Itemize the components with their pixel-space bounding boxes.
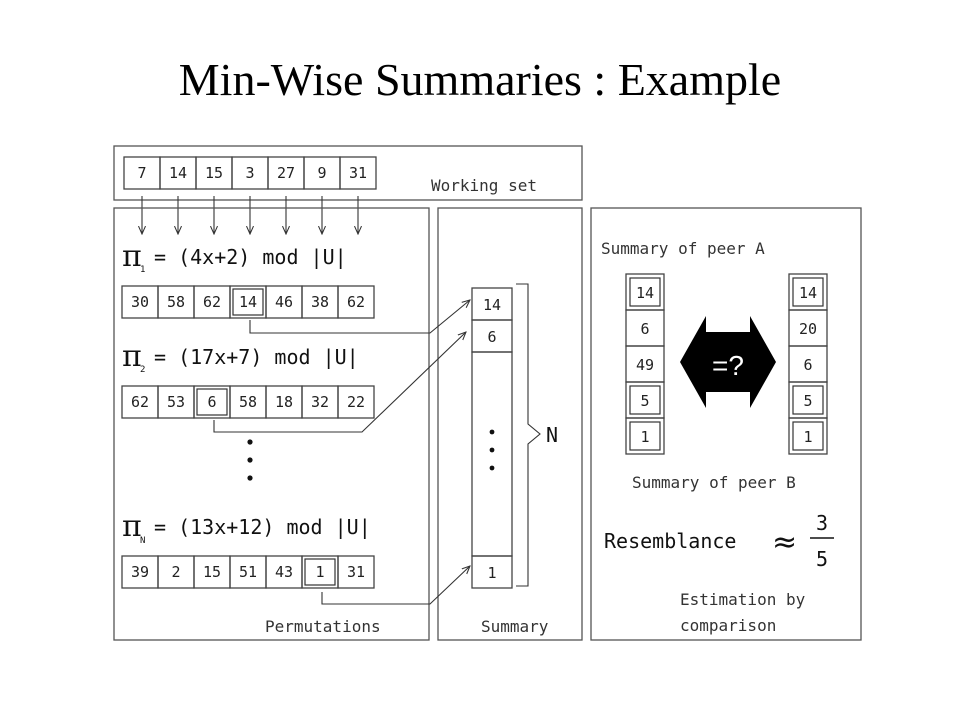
peer-b-value: 6 xyxy=(803,356,812,374)
permutation-1-cell xyxy=(337,285,375,319)
summary-label: Summary xyxy=(481,617,549,636)
peer-b-match-highlight xyxy=(792,421,824,451)
peer-a-label: Summary of peer A xyxy=(601,239,765,258)
working-set-label: Working set xyxy=(431,176,537,195)
working-set-cell xyxy=(339,156,377,190)
permutation-2-value: 58 xyxy=(239,393,257,411)
permutations-panel xyxy=(113,207,430,641)
permutation-3-value: 15 xyxy=(203,563,221,581)
permutation-row-n: 39 2 15 51 43 1 31 xyxy=(121,555,375,589)
permutations-label: Permutations xyxy=(265,617,381,636)
working-set-value: 7 xyxy=(137,164,146,182)
permutations-ellipsis xyxy=(247,439,253,481)
working-set-value: 14 xyxy=(169,164,187,182)
permutation-1-value: 62 xyxy=(347,293,365,311)
permutation-2-cell xyxy=(337,385,375,419)
compare-double-arrow xyxy=(680,316,776,408)
permutation-1-min-highlight xyxy=(232,288,264,316)
working-set-value: 31 xyxy=(349,164,367,182)
peer-b-summary-column: 14 20 6 5 1 xyxy=(788,273,828,455)
permutation-formula-1: = (4x+2) mod |U| xyxy=(154,245,347,269)
peer-b-value: 1 xyxy=(803,428,812,446)
peer-a-match-highlight xyxy=(629,385,661,415)
pi-subscript-n: N xyxy=(140,536,145,546)
working-set-row: 7 14 15 3 27 9 31 xyxy=(123,156,377,190)
working-set-value: 9 xyxy=(317,164,326,182)
peer-b-value: 14 xyxy=(799,284,817,302)
summary-column xyxy=(471,287,513,589)
permutation-3-cell xyxy=(337,555,375,589)
working-set-arrows xyxy=(142,196,358,234)
permutation-row-1: 30 58 62 14 46 38 62 xyxy=(121,285,375,319)
summary-value-1: 14 xyxy=(483,296,501,314)
compare-symbol: =? xyxy=(712,350,744,381)
permutation-formula-2: = (17x+7) mod |U| xyxy=(154,345,359,369)
peer-a-cell xyxy=(625,417,665,455)
working-set-value: 3 xyxy=(245,164,254,182)
peer-a-value: 6 xyxy=(640,320,649,338)
permutation-row-2: 62 53 6 58 18 32 22 xyxy=(121,385,375,419)
summary-brace xyxy=(516,283,541,587)
peer-a-match-highlight xyxy=(629,421,661,451)
permutation-2-min-highlight xyxy=(196,388,228,416)
working-set-panel xyxy=(113,145,583,201)
permutation-2-value: 32 xyxy=(311,393,329,411)
permutation-3-value: 39 xyxy=(131,563,149,581)
permutation-2-value: 62 xyxy=(131,393,149,411)
pi-symbol-1: π xyxy=(122,239,142,274)
permutation-3-value: 43 xyxy=(275,563,293,581)
approx-symbol: ≈ xyxy=(772,525,797,560)
permutation-1-value: 38 xyxy=(311,293,329,311)
peer-b-value: 20 xyxy=(799,320,817,338)
resemblance-numerator: 3 xyxy=(816,511,828,535)
permutation-3-value: 1 xyxy=(315,563,324,581)
permutation-formula-n: = (13x+12) mod |U| xyxy=(154,515,371,539)
summary-panel xyxy=(437,207,583,641)
permutation-1-value: 30 xyxy=(131,293,149,311)
permutation-1-value: 14 xyxy=(239,293,257,311)
min-connectors xyxy=(213,300,470,605)
slide-title: Min-Wise Summaries : Example xyxy=(178,54,782,105)
permutation-2-value: 22 xyxy=(347,393,365,411)
permutation-2-value: 18 xyxy=(275,393,293,411)
permutation-3-min-highlight xyxy=(304,558,336,586)
resemblance-label: Resemblance xyxy=(604,529,736,553)
peer-a-match-highlight xyxy=(629,277,661,307)
permutation-3-value: 51 xyxy=(239,563,257,581)
resemblance-denominator: 5 xyxy=(816,547,828,571)
pi-symbol-n: π xyxy=(122,509,142,544)
estimation-label-line1: Estimation by xyxy=(680,590,806,609)
peer-a-value: 1 xyxy=(640,428,649,446)
peer-b-match-highlight xyxy=(792,385,824,415)
permutation-2-value: 53 xyxy=(167,393,185,411)
peer-b-value: 5 xyxy=(803,392,812,410)
permutation-3-value: 31 xyxy=(347,563,365,581)
permutation-1-value: 58 xyxy=(167,293,185,311)
pi-symbol-2: π xyxy=(122,339,142,374)
permutation-1-value: 62 xyxy=(203,293,221,311)
summary-value-2: 6 xyxy=(487,328,496,346)
summary-ellipsis xyxy=(489,429,495,471)
pi-subscript-2: 2 xyxy=(140,365,145,375)
peer-b-match-highlight xyxy=(792,277,824,307)
pi-subscript-1: 1 xyxy=(140,265,145,275)
peer-a-value: 5 xyxy=(640,392,649,410)
permutation-3-value: 2 xyxy=(171,563,180,581)
peer-b-label: Summary of peer B xyxy=(632,473,796,492)
estimation-label-line2: comparison xyxy=(680,616,776,635)
peer-a-summary-column: 14 6 49 5 1 xyxy=(625,273,665,455)
peer-a-value: 49 xyxy=(636,356,654,374)
working-set-value: 15 xyxy=(205,164,223,182)
comparison-panel xyxy=(590,207,862,641)
working-set-value: 27 xyxy=(277,164,295,182)
peer-a-value: 14 xyxy=(636,284,654,302)
permutation-2-value: 6 xyxy=(207,393,216,411)
peer-b-cell xyxy=(788,417,828,455)
permutation-1-value: 46 xyxy=(275,293,293,311)
summary-value-n: 1 xyxy=(487,564,496,582)
summary-count-label: N xyxy=(546,423,558,447)
